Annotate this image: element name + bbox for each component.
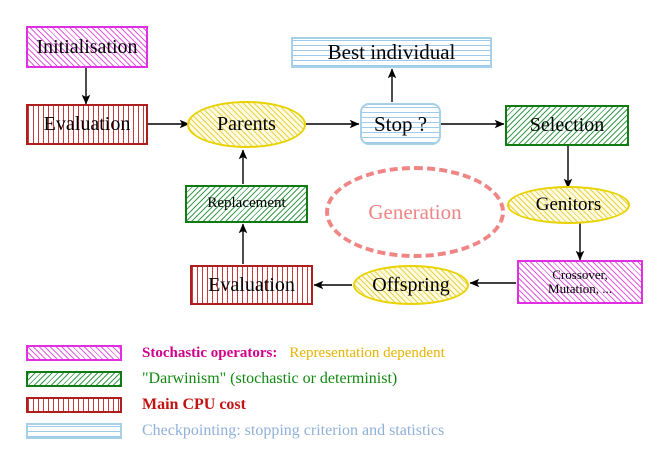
node-selection-label: Selection <box>529 114 605 136</box>
node-generation-label: Generation <box>368 199 462 224</box>
node-selection[interactable]: Selection <box>505 105 629 146</box>
legend-row-checkpointing: Checkpointing: stopping criterion and st… <box>0 420 444 442</box>
legend-row-darwinism: "Darwinism" (stochastic or determinist) <box>0 368 397 390</box>
legend-swatch-blue-horizontal-hatch-icon <box>26 423 122 439</box>
node-generation-annotation: Generation <box>325 166 505 258</box>
node-replacement-label: Replacement <box>207 195 286 212</box>
node-evaluation-top[interactable]: Evaluation <box>26 104 148 145</box>
legend-swatch-green-diagonal-hatch-icon <box>26 371 122 387</box>
node-parents-label: Parents <box>217 113 276 135</box>
node-crossover-mutation[interactable]: Crossover, Mutation, ... <box>517 260 643 304</box>
node-evaluation-top-label: Evaluation <box>43 113 131 135</box>
node-evaluation-bottom[interactable]: Evaluation <box>190 265 313 305</box>
node-initialisation[interactable]: Initialisation <box>26 26 148 68</box>
node-stop-label: Stop ? <box>373 111 428 136</box>
legend-swatch-red-vertical-hatch-icon <box>26 397 122 413</box>
node-best-individual[interactable]: Best individual <box>291 37 492 68</box>
node-initialisation-label: Initialisation <box>36 35 138 58</box>
node-offspring[interactable]: Offspring <box>353 265 469 305</box>
legend-label-representation-dependent: Representation dependent <box>289 344 445 361</box>
node-stop[interactable]: Stop ? <box>360 103 441 145</box>
node-crossover-mutation-line2: Mutation, ... <box>548 281 612 296</box>
node-genitors[interactable]: Genitors <box>507 186 630 224</box>
node-offspring-label: Offspring <box>372 273 450 296</box>
legend-label-stochastic-operators: Stochastic operators: <box>142 344 278 361</box>
node-parents[interactable]: Parents <box>187 101 306 148</box>
legend-label-darwinism: "Darwinism" (stochastic or determinist) <box>142 370 398 387</box>
node-genitors-label: Genitors <box>535 194 602 216</box>
node-crossover-mutation-line1: Crossover, <box>552 267 608 283</box>
legend-row-main-cpu-cost: Main CPU cost <box>0 394 246 416</box>
node-evaluation-bottom-label: Evaluation <box>208 273 295 296</box>
node-replacement[interactable]: Replacement <box>185 185 308 223</box>
node-best-individual-label: Best individual <box>327 40 456 65</box>
legend-swatch-magenta-diagonal-hatch-icon <box>26 345 122 361</box>
legend-label-main-cpu-cost: Main CPU cost <box>142 396 246 413</box>
legend-row-stochastic-operators: Stochastic operators: Representation dep… <box>0 342 445 364</box>
legend-label-checkpointing: Checkpointing: stopping criterion and st… <box>142 422 445 439</box>
